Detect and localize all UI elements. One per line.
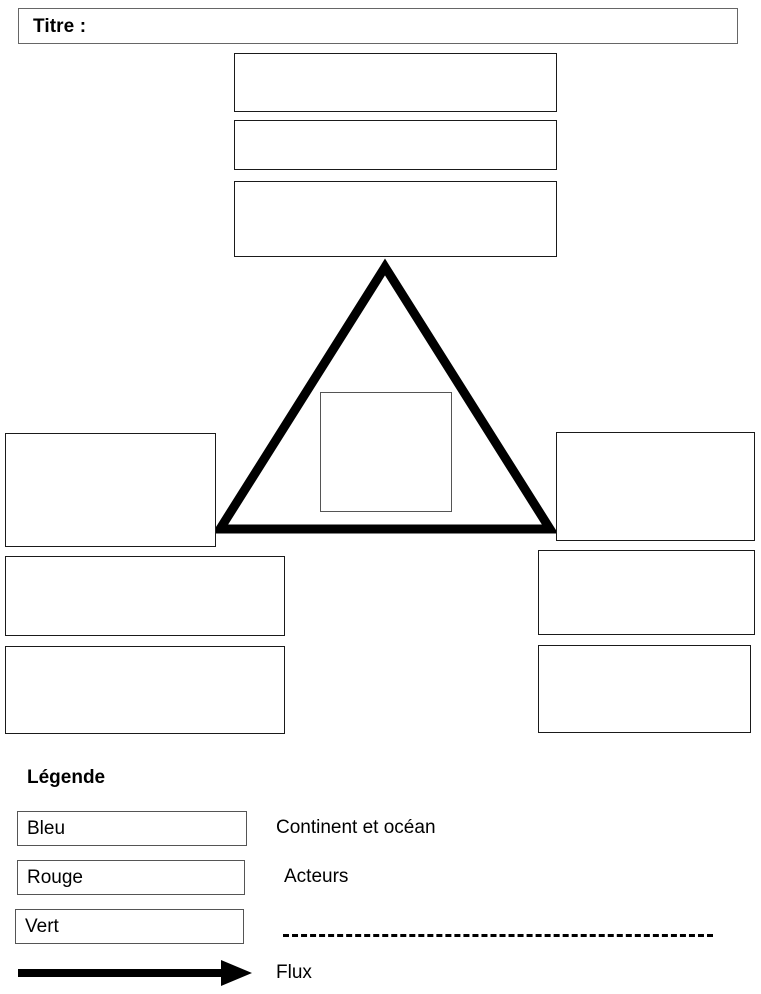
left-box-3[interactable]: [5, 646, 285, 734]
legend-swatch-box-bleu[interactable]: Bleu: [17, 811, 247, 846]
left-box-1[interactable]: [5, 433, 216, 547]
top-box-2[interactable]: [234, 120, 557, 170]
central-triangle: [210, 253, 562, 538]
top-box-1[interactable]: [234, 53, 557, 112]
legend-swatch-label-bleu: Bleu: [27, 818, 66, 839]
title-bar[interactable]: Titre :: [18, 8, 738, 44]
legend-description-acteurs: Acteurs: [284, 866, 349, 887]
flux-arrow-icon: [16, 958, 256, 988]
dashed-line-icon: [283, 934, 713, 937]
legend-heading: Légende: [27, 767, 106, 788]
triangle-outline: [211, 258, 559, 534]
right-box-3[interactable]: [538, 645, 751, 733]
top-box-3[interactable]: [234, 181, 557, 257]
legend-swatch-box-rouge[interactable]: Rouge: [17, 860, 245, 895]
triangle-inner-box[interactable]: [320, 392, 452, 512]
legend-swatch-label-vert: Vert: [25, 916, 59, 937]
legend-swatch-label-rouge: Rouge: [27, 867, 83, 888]
right-box-2[interactable]: [538, 550, 755, 635]
page-title: Titre :: [33, 16, 87, 37]
legend-label-flux: Flux: [276, 962, 312, 983]
left-box-2[interactable]: [5, 556, 285, 636]
legend-description-bleu: Continent et océan: [276, 817, 436, 838]
right-box-1[interactable]: [556, 432, 755, 541]
legend-swatch-box-vert[interactable]: Vert: [15, 909, 244, 944]
